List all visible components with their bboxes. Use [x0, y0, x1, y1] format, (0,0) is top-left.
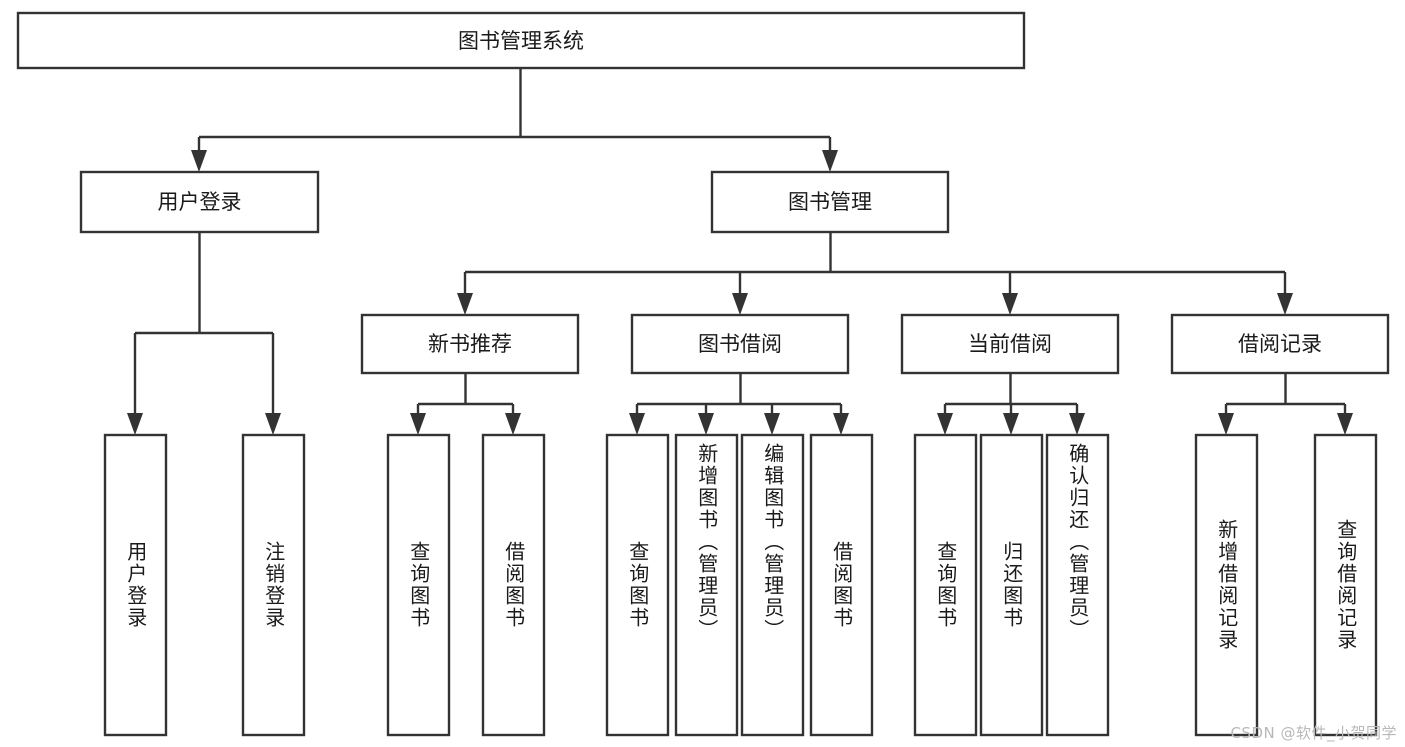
leaf-box-add-book[interactable]: [674, 433, 739, 737]
csdn-watermark: CSDN @软件_小贺同学: [1230, 724, 1397, 742]
node-user-login-label: 用户登录: [158, 190, 242, 214]
node-root-label: 图书管理系统: [458, 29, 584, 53]
arrow-to-leaf-user-login: [127, 413, 143, 435]
leaf-box-borrow-book-2[interactable]: [809, 433, 874, 737]
arrow-to-leaf-query-book-2: [629, 413, 645, 435]
arrow-to-current-borrow: [1002, 293, 1018, 315]
arrow-to-book-management: [822, 150, 838, 172]
node-user-login-box[interactable]: [79, 170, 320, 234]
arrow-to-borrow-record: [1277, 293, 1293, 315]
arrow-to-leaf-edit-book: [764, 413, 780, 435]
arrow-to-leaf-query-book-1: [410, 413, 426, 435]
arrow-to-leaf-return-book: [1003, 413, 1019, 435]
arrow-to-leaf-confirm-return: [1069, 413, 1085, 435]
arrow-to-leaf-borrow-book-2: [833, 413, 849, 435]
arrow-to-new-book-recommend: [457, 293, 473, 315]
node-book-borrow-box[interactable]: [630, 313, 850, 375]
node-new-book-recommend-label: 新书推荐: [428, 332, 512, 356]
arrow-to-user-login: [191, 150, 207, 172]
node-borrow-record-label: 借阅记录: [1238, 332, 1322, 356]
leaf-box-query-book-3[interactable]: [913, 433, 978, 737]
arrow-to-leaf-borrow-book-1: [505, 413, 521, 435]
leaf-box-edit-book[interactable]: [740, 433, 805, 737]
node-book-management-label: 图书管理: [788, 190, 872, 214]
node-current-borrow-label: 当前借阅: [968, 332, 1052, 356]
arrow-to-leaf-logout-login: [265, 413, 281, 435]
connector-layer: [127, 68, 1353, 435]
leaf-box-logout-login[interactable]: [241, 433, 306, 737]
node-book-borrow-label: 图书借阅: [698, 332, 782, 356]
node-borrow-record-box[interactable]: [1170, 313, 1390, 375]
node-current-borrow-box[interactable]: [900, 313, 1120, 375]
leaf-box-return-book[interactable]: [979, 433, 1044, 737]
leaf-box-user-login[interactable]: [103, 433, 168, 737]
leaf-box-borrow-book-1[interactable]: [481, 433, 546, 737]
node-book-management-box[interactable]: [710, 170, 950, 234]
leaf-box-add-record[interactable]: [1194, 433, 1259, 737]
arrow-to-leaf-add-book: [698, 413, 714, 435]
arrow-to-leaf-query-book-3: [937, 413, 953, 435]
arrow-to-book-borrow: [732, 293, 748, 315]
arrow-to-leaf-query-record: [1337, 413, 1353, 435]
node-root-box[interactable]: [16, 11, 1026, 70]
node-new-book-recommend-box[interactable]: [360, 313, 580, 375]
node-layer: 图书管理系统 用户登录 图书管理 新书推荐 图书借阅 当前借阅 借阅记录: [16, 11, 1390, 737]
leaf-box-query-record[interactable]: [1313, 433, 1378, 737]
leaf-box-confirm-return[interactable]: [1045, 433, 1110, 737]
leaf-box-query-book-2[interactable]: [605, 433, 670, 737]
arrow-to-leaf-add-record: [1218, 413, 1234, 435]
leaf-box-query-book-1[interactable]: [386, 433, 451, 737]
